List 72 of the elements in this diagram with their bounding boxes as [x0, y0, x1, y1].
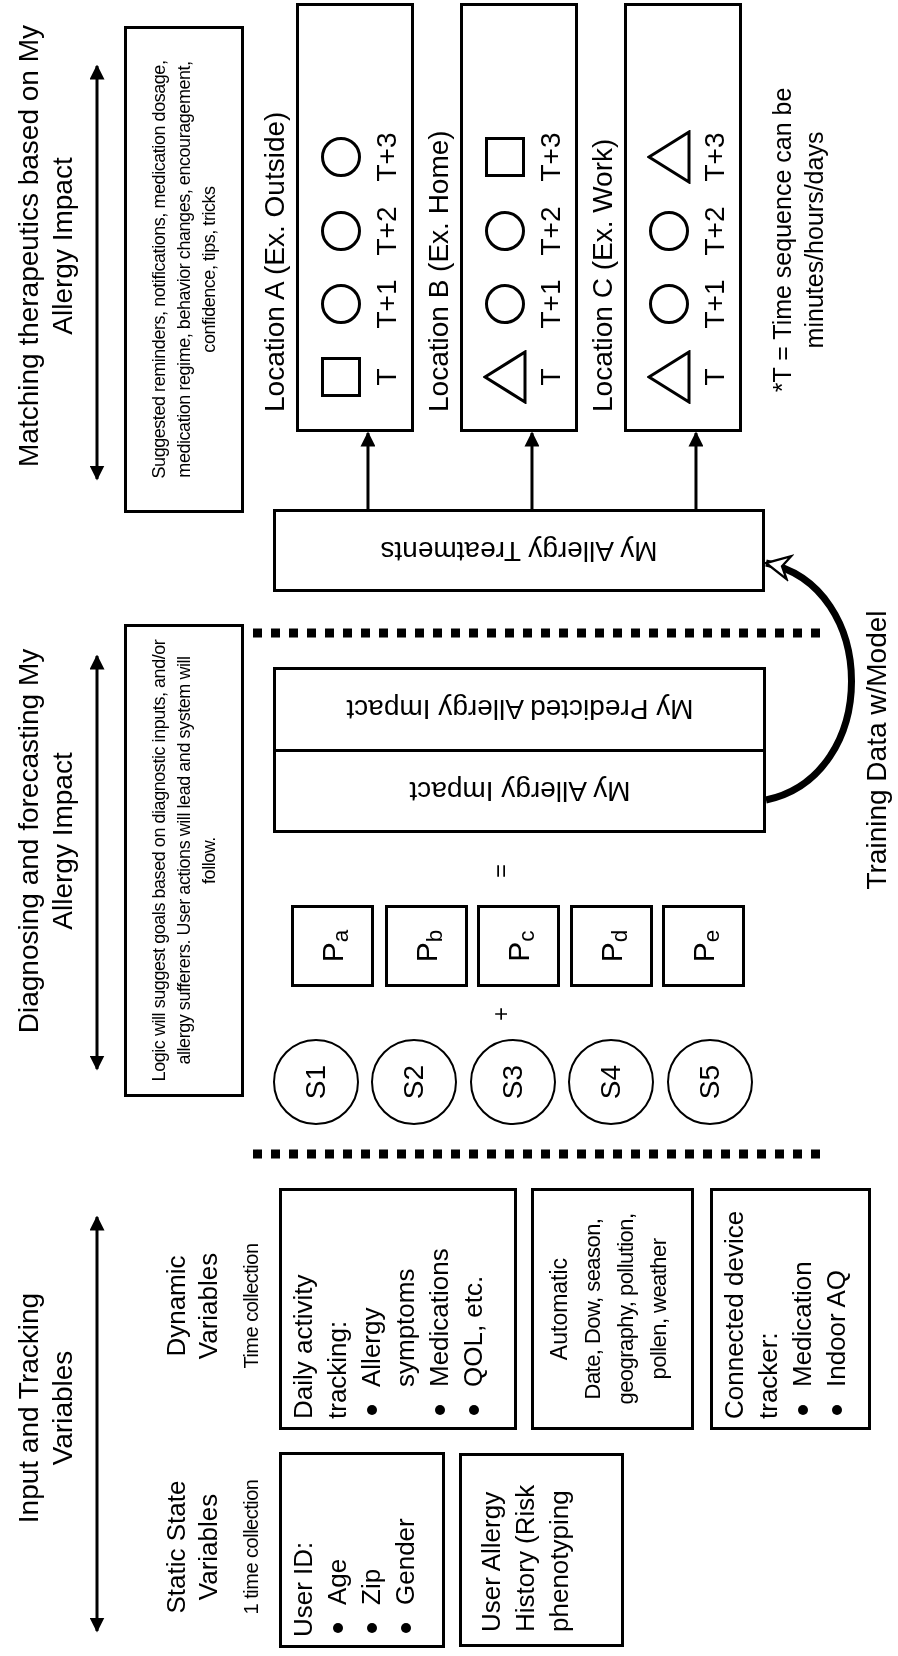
time-label: T+1	[699, 279, 731, 329]
box-text: My Allergy Treatments	[380, 536, 658, 565]
note-text: Logic will suggest goals based on diagnostic inputs, and/or allergy sufferers. User actions will lead and system will follow.	[147, 638, 220, 1084]
column-heading: Dynamic Variables	[160, 1251, 224, 1362]
section-heading: Matching therapeutics based on My Allergy Impact	[12, 24, 79, 469]
column-subheading: Time collection	[239, 1243, 263, 1369]
column-heading: Static State Variables	[160, 1479, 224, 1616]
arrow	[524, 431, 540, 509]
input-box	[531, 1188, 694, 1430]
triangle-symbol	[483, 350, 527, 404]
location-heading: Location B (Ex. Home)	[422, 130, 455, 412]
time-label: T+2	[371, 206, 403, 256]
state-label: S2	[400, 1064, 428, 1100]
time-label: T	[535, 368, 567, 386]
time-label: T+1	[535, 279, 567, 329]
plus-sign: +	[486, 1007, 515, 1021]
parameter-box	[385, 905, 468, 987]
time-label: T	[371, 368, 403, 386]
time-label: T+1	[371, 279, 403, 329]
section-heading: Diagnosing and forecasting My Allergy Impact	[12, 647, 79, 1036]
square-symbol	[321, 357, 361, 397]
box-text: My Predicted Allergy Impact	[346, 695, 693, 724]
section-heading: Input and Tracking Variables	[12, 1291, 79, 1526]
list-item-text: Medications	[423, 1248, 455, 1387]
state-label: S3	[499, 1064, 527, 1100]
time-label: T+3	[535, 132, 567, 182]
note-text: Suggested reminders, notifications, medication dosage, medication regime, behavior changes, encouragement, confidence, tips, tricks	[147, 59, 220, 481]
note-box	[124, 624, 244, 1097]
time-label: T+3	[371, 132, 403, 182]
box-text: User Allergy History (Risk phenotyping	[475, 1483, 575, 1632]
box-heading: Connected device tracker:	[718, 1209, 784, 1419]
parameter-box	[291, 905, 374, 987]
square-symbol	[485, 137, 525, 177]
box-heading: Automatic	[545, 1257, 573, 1361]
arrow	[688, 431, 704, 509]
triangle-symbol	[647, 130, 691, 184]
list-item-text: QOL, etc.	[457, 1275, 489, 1387]
state-label: S5	[696, 1064, 724, 1100]
note-box	[124, 26, 244, 513]
state-label: S4	[597, 1064, 625, 1100]
box-text: Date, Dow, season, geography, pollution, pollen, weather	[579, 1212, 672, 1407]
equals-sign: =	[486, 864, 515, 878]
box-heading: Daily activity tracking:	[287, 1273, 353, 1419]
input-box	[459, 1453, 624, 1647]
process-box	[273, 749, 766, 833]
list-item-text: Medication	[786, 1261, 818, 1387]
arrow	[360, 431, 376, 509]
state-label: S1	[302, 1064, 330, 1100]
box-text: My Allergy Impact	[409, 777, 630, 805]
column-subheading: 1 time collection	[239, 1479, 263, 1615]
location-heading: Location A (Ex. Outside)	[258, 111, 291, 412]
input-box	[279, 1452, 445, 1648]
parameter-box	[570, 905, 653, 987]
time-label: T+2	[535, 206, 567, 256]
input-box	[279, 1188, 517, 1430]
list-item-text: Gender	[389, 1518, 421, 1605]
list-item-text: Allergy symptoms	[355, 1267, 421, 1387]
parameter-box	[477, 905, 560, 987]
process-box	[273, 509, 765, 592]
time-label: T	[699, 368, 731, 386]
process-box	[273, 667, 766, 752]
time-label: T+2	[699, 206, 731, 256]
location-heading: Location C (Ex. Work)	[586, 138, 619, 412]
list-item-text: Age	[321, 1558, 353, 1605]
list-item-text: Indoor AQ	[820, 1269, 852, 1387]
input-box	[710, 1188, 871, 1430]
list-item-text: Zip	[355, 1568, 387, 1605]
parameter-box	[662, 905, 745, 987]
triangle-symbol	[647, 350, 691, 404]
footnote-text: *T = Time sequence can be minutes/hours/days	[767, 86, 829, 395]
box-heading: User ID:	[287, 1540, 319, 1637]
time-label: T+3	[699, 132, 731, 182]
